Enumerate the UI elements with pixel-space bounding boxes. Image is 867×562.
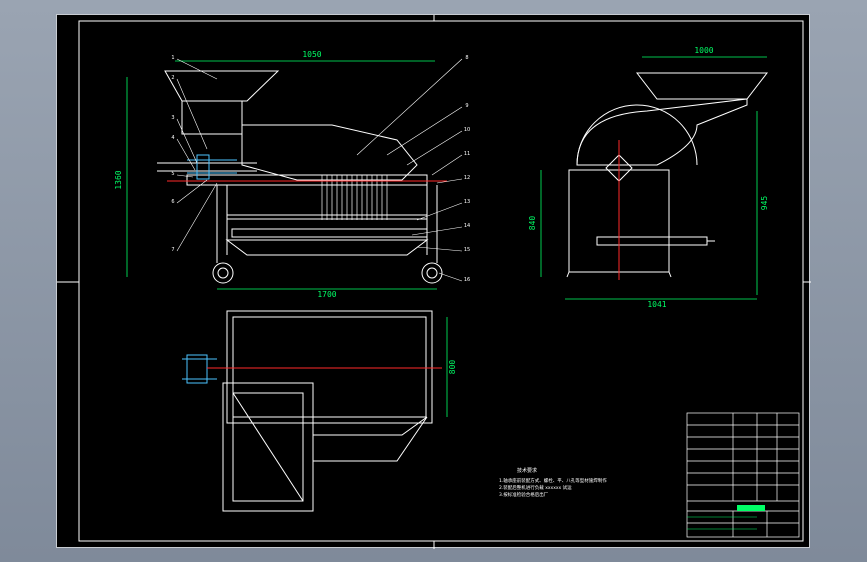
leader-15 (416, 246, 463, 252)
plan-discharge (312, 416, 428, 462)
crusher-housing (241, 124, 418, 181)
drawing-sheet: 1050 1360 1700 (56, 14, 811, 549)
plan-pulley-rect (186, 354, 208, 384)
plan-pulley (182, 354, 217, 384)
dim-1360-label: 1360 (114, 170, 123, 189)
balloon-number: 11 (464, 151, 470, 157)
balloon-number: 13 (464, 199, 470, 205)
tech-notes-title: 技术要求 (517, 467, 537, 474)
top-rail (186, 174, 428, 186)
leader-7 (176, 182, 218, 252)
title-block-green (687, 516, 757, 530)
side-view-dims (126, 60, 437, 290)
leader-14 (411, 226, 463, 236)
leader-9 (386, 106, 463, 156)
title-block (686, 412, 800, 538)
dim-1050-label: 1050 (302, 50, 321, 59)
balloon-number: 10 (464, 127, 470, 133)
front-housing (576, 98, 748, 166)
dim-1000-label: 1000 (694, 46, 713, 55)
tech-notes-line-1: 1.轴承座前装配方式、螺栓、平、八孔等型材施焊制作 (499, 477, 607, 484)
leader-10 (406, 130, 463, 166)
leader-11 (431, 154, 463, 176)
leader-2 (176, 78, 208, 150)
wheel-left (212, 262, 234, 284)
leader-12 (436, 178, 463, 184)
dim-1700-label: 1700 (317, 290, 336, 299)
balloon-number: 3 (171, 115, 174, 121)
plan-frame-inner (232, 316, 427, 418)
leader-1 (176, 58, 218, 80)
front-arc (576, 104, 698, 166)
balloon-number: 15 (464, 247, 470, 253)
front-foot-left (566, 271, 570, 278)
balloon-number: 9 (465, 103, 468, 109)
plan-hopper-diag (232, 392, 304, 502)
balloon-number: 16 (464, 277, 470, 283)
lower-beam (231, 228, 428, 238)
balloon-number: 7 (171, 247, 174, 253)
leader-lines (176, 58, 463, 282)
dim-800-label: 800 (448, 360, 457, 375)
balloon-number: 5 (171, 171, 174, 177)
balloon-number: 2 (171, 75, 174, 81)
pulley-rect (196, 154, 210, 180)
balloon-number: 12 (464, 175, 470, 181)
front-trough (596, 236, 708, 246)
front-hopper (635, 72, 769, 100)
leader-6 (176, 179, 208, 204)
leader-5 (176, 174, 194, 178)
plan-frame-outer (226, 310, 433, 424)
balloon-number: 14 (464, 223, 470, 229)
dim-1041-label: 1041 (647, 300, 666, 309)
balloon-number: 1 (171, 55, 174, 61)
balloon-number: 4 (171, 135, 174, 141)
wheel-right-hub (426, 267, 438, 279)
inner-frame (78, 20, 804, 542)
wheel-right (421, 262, 443, 284)
title-block-border (686, 412, 800, 538)
hopper-throat (181, 100, 243, 135)
side-view-hatch (321, 175, 388, 220)
plan-hopper-inner (232, 392, 304, 502)
tech-notes-line-3: 3.按标准检验合格后出厂 (499, 491, 549, 498)
dim-840-label: 840 (528, 216, 537, 231)
wheel-left-hub (217, 267, 229, 279)
balloon-number: 8 (465, 55, 468, 61)
leader-13 (416, 202, 463, 221)
leader-4 (176, 138, 196, 171)
engineering-drawing: 1050 1360 1700 (57, 15, 811, 549)
title-block-highlight (737, 505, 765, 511)
tech-notes-line-2: 2.装配后整机进行负载 xxxxxx 试运 (499, 484, 572, 491)
front-view (566, 72, 769, 278)
front-view-dims (540, 56, 767, 300)
front-foot-right (668, 271, 672, 278)
leader-8 (356, 58, 463, 156)
leader-16 (438, 272, 463, 282)
trough (225, 239, 429, 256)
hopper (164, 70, 280, 102)
balloon-number: 6 (171, 199, 174, 205)
plan-view (222, 310, 433, 512)
side-view (157, 70, 443, 284)
dim-945-label: 945 (760, 196, 769, 211)
leader-3 (176, 118, 198, 164)
